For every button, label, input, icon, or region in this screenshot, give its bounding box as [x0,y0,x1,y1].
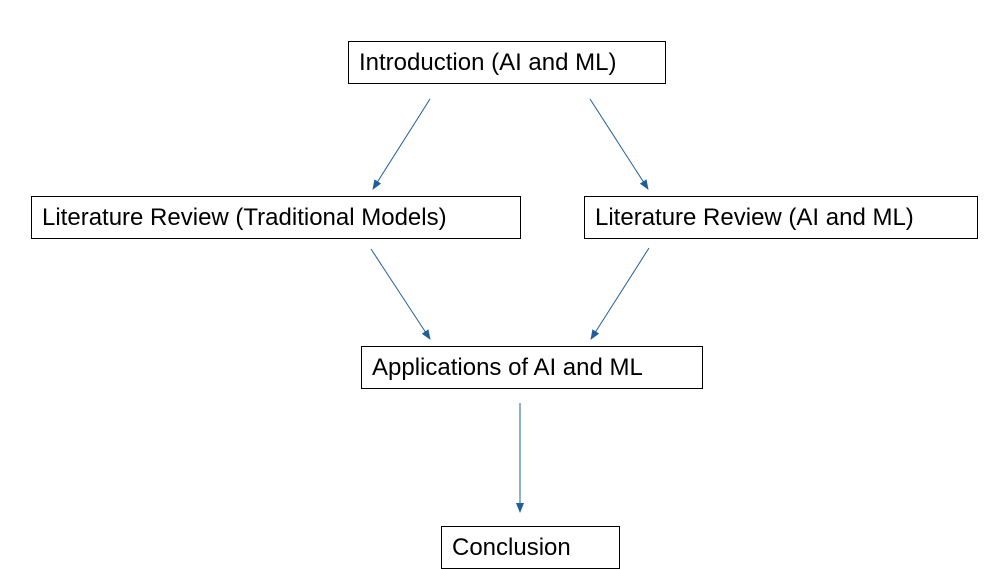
node-label: Conclusion [452,533,571,561]
node-conclusion: Conclusion [441,526,620,569]
node-label: Introduction (AI and ML) [359,48,617,76]
node-introduction: Introduction (AI and ML) [348,41,666,84]
node-label: Literature Review (Traditional Models) [42,203,447,231]
node-literature-review-ai-ml: Literature Review (AI and ML) [584,196,978,239]
node-label: Literature Review (AI and ML) [595,203,914,231]
node-literature-review-traditional: Literature Review (Traditional Models) [31,196,521,239]
arrow-intro-to-lit-ai-ml [589,98,649,190]
node-applications: Applications of AI and ML [361,346,703,389]
arrow-intro-to-lit-traditional [372,98,431,190]
arrow-lit-ai-ml-to-applications [590,247,650,340]
arrow-lit-traditional-to-applications [370,248,431,340]
node-label: Applications of AI and ML [372,353,643,381]
